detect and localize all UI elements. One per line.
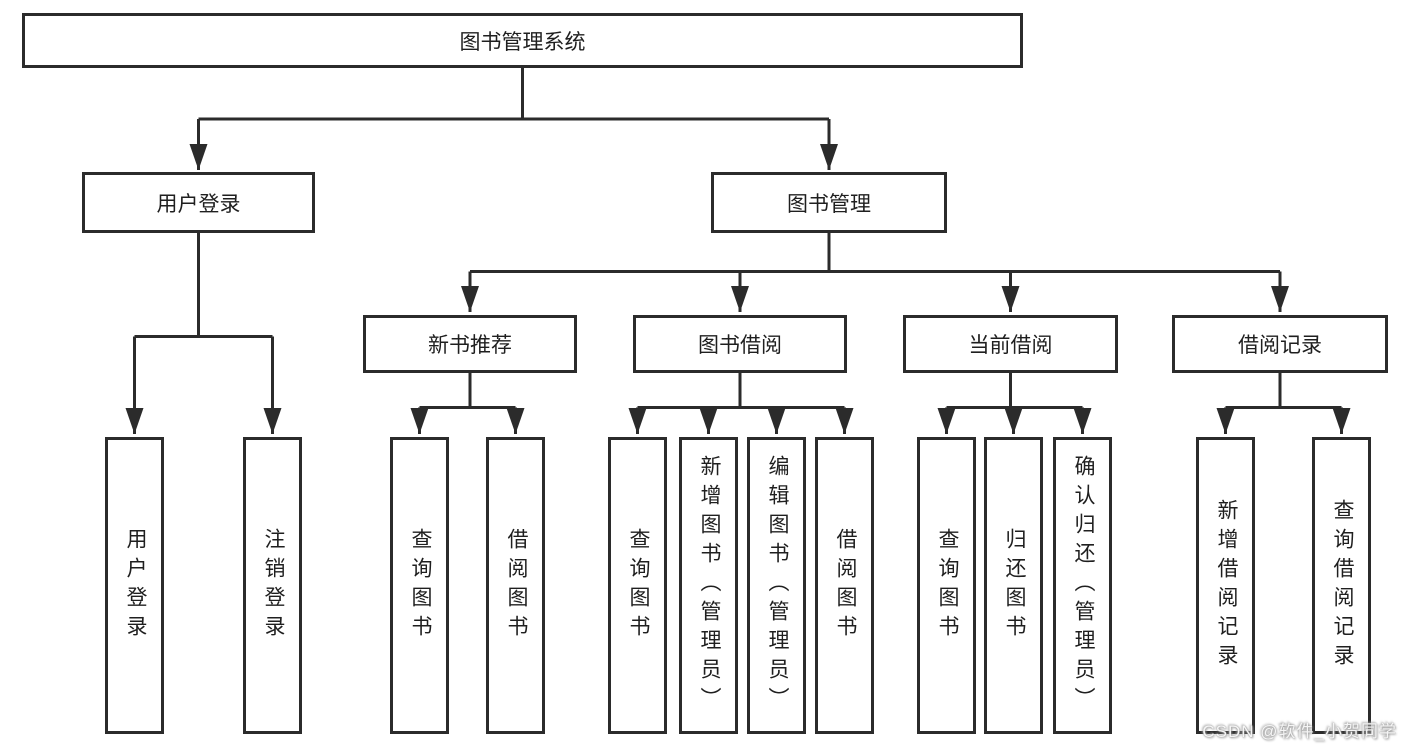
leaf-logout: 注销登录: [243, 437, 302, 734]
node-new-book-recommend: 新书推荐: [363, 315, 577, 373]
node-borrowing-records: 借阅记录: [1172, 315, 1388, 373]
leaf-borrow-query-books: 查询图书: [608, 437, 667, 734]
node-user-login: 用户登录: [82, 172, 315, 233]
leaf-records-query-record: 查询借阅记录: [1312, 437, 1371, 734]
leaf-borrow-borrow-books: 借阅图书: [815, 437, 874, 734]
leaf-current-confirm-return-admin: 确认归还（管理员）: [1053, 437, 1112, 734]
leaf-current-return-books: 归还图书: [984, 437, 1043, 734]
leaf-current-query-books: 查询图书: [917, 437, 976, 734]
leaf-user-login: 用户登录: [105, 437, 164, 734]
node-current-borrowing: 当前借阅: [903, 315, 1118, 373]
node-book-borrowing: 图书借阅: [633, 315, 847, 373]
leaf-newrec-borrow-books: 借阅图书: [486, 437, 545, 734]
leaf-newrec-query-books: 查询图书: [390, 437, 449, 734]
leaf-records-add-record: 新增借阅记录: [1196, 437, 1255, 734]
leaf-borrow-add-books-admin: 新增图书（管理员）: [679, 437, 738, 734]
node-book-management: 图书管理: [711, 172, 947, 233]
leaf-borrow-edit-books-admin: 编辑图书（管理员）: [747, 437, 806, 734]
node-root-book-management-system: 图书管理系统: [22, 13, 1023, 68]
